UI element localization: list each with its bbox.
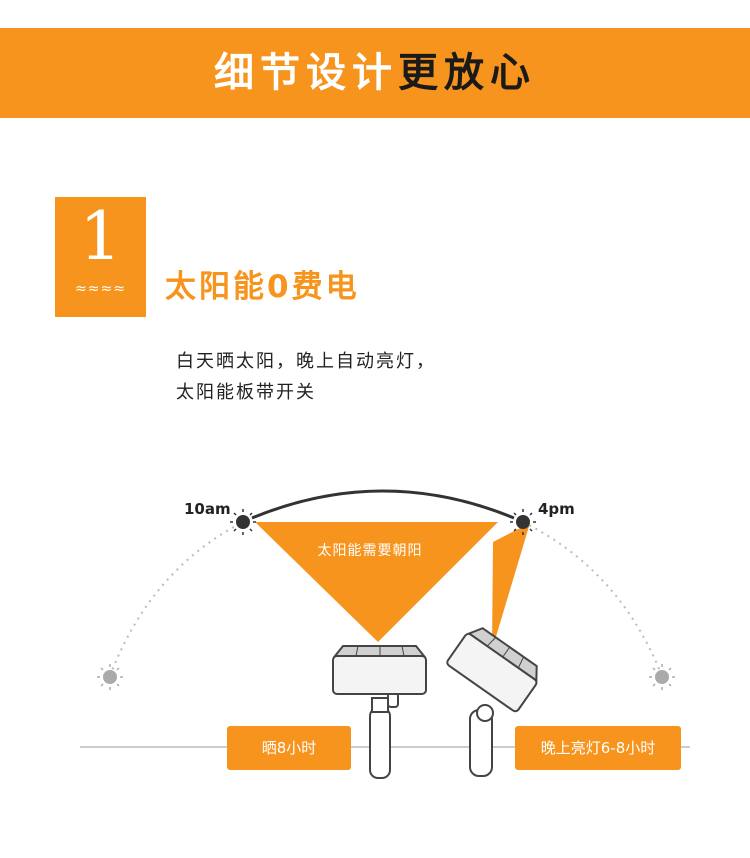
description-line-1: 白天晒太阳，晚上自动亮灯，	[176, 351, 436, 372]
banner-title-dark: 更放心	[398, 50, 536, 96]
sun-icon	[649, 664, 675, 690]
description-line-2: 太阳能板带开关	[176, 382, 316, 403]
morning-time-label: 10am	[184, 500, 231, 518]
sun-path-diagram: 10am 4pm 太阳能需要朝阳 晒8小时 晚上亮灯6-8小时	[0, 470, 750, 858]
dotted-arc-left	[109, 521, 244, 677]
dotted-arc-right	[522, 521, 663, 677]
sun-icon	[230, 509, 256, 535]
night-light-badge: 晚上亮灯6-8小时	[515, 726, 681, 770]
day-charge-badge: 晒8小时	[227, 726, 351, 770]
light-beam-left	[255, 522, 498, 642]
light-beam-right	[492, 523, 530, 650]
solar-panel-icon	[446, 627, 538, 777]
banner-title: 细节设计更放心	[214, 53, 536, 93]
afternoon-time-label: 4pm	[538, 500, 575, 518]
section-description: 白天晒太阳，晚上自动亮灯， 太阳能板带开关	[176, 346, 436, 408]
solar-panel-icon	[332, 645, 427, 779]
wave-decoration-icon: ≈≈≈≈	[75, 281, 126, 297]
banner-title-white: 细节设计	[214, 50, 398, 96]
sun-icon	[97, 664, 123, 690]
header-banner: 细节设计更放心	[0, 28, 750, 118]
section-title: 太阳能0费电	[165, 269, 360, 305]
section-number: 1	[79, 198, 122, 275]
sun-arc	[251, 489, 515, 520]
diagram-graphics	[80, 489, 690, 779]
section-number-badge: 1 ≈≈≈≈	[55, 197, 146, 317]
beam-caption: 太阳能需要朝阳	[317, 543, 423, 559]
sun-icon	[510, 509, 536, 535]
